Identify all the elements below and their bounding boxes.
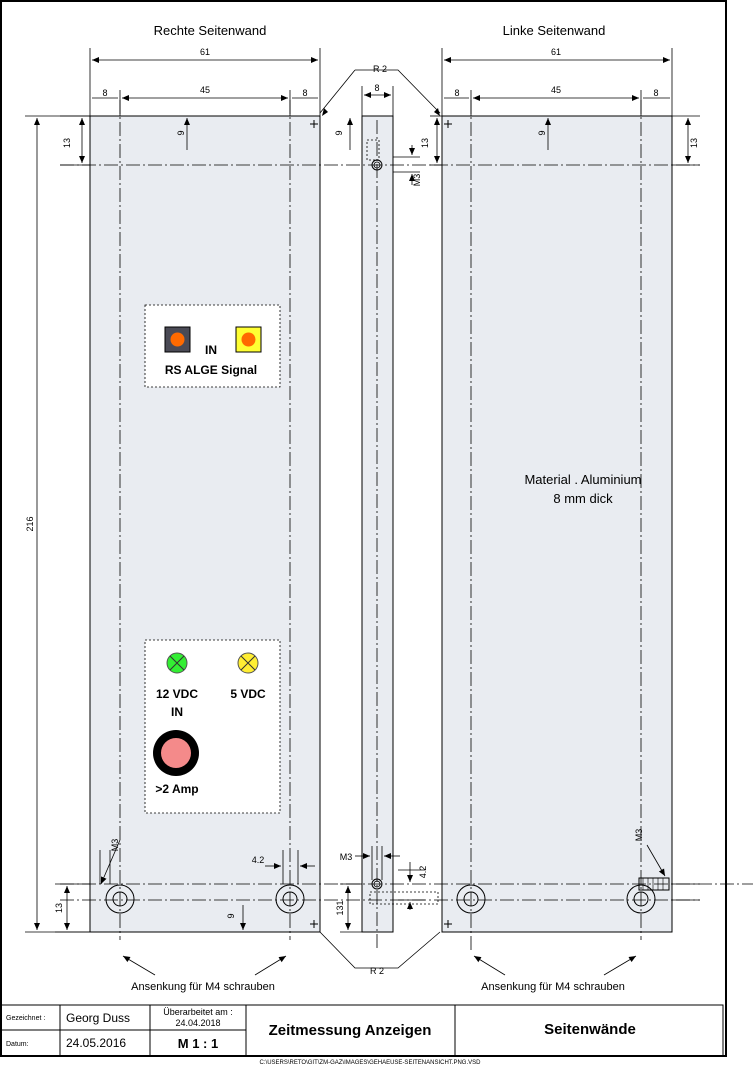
title-block xyxy=(0,1004,724,1057)
date-label: Datum: xyxy=(6,1041,29,1048)
center-lines xyxy=(60,100,753,950)
fuse-label: >2 Amp xyxy=(155,782,198,796)
panel-top-signal-label: RS ALGE Signal xyxy=(165,363,257,377)
led-green xyxy=(166,652,188,674)
dim-9-top-right: 9 xyxy=(176,130,186,135)
button-left xyxy=(164,326,191,353)
strip-top-hole xyxy=(347,115,442,185)
dim-13-top-right: 13 xyxy=(62,138,72,148)
dim-height-216: 216 xyxy=(25,516,35,531)
fuse-holder xyxy=(153,730,199,776)
countersink-note-right-wall: Ansenkung für M4 schrauben xyxy=(131,981,275,993)
dim-right-inner: 45 xyxy=(200,85,210,95)
dim-right-edge-r: 8 xyxy=(302,88,307,98)
dim-m3-bottom-right: M3 xyxy=(110,839,120,852)
dim-strip-width: 8 xyxy=(374,83,379,93)
dim-m3-strip: M3 xyxy=(412,174,422,187)
led-green-label-2: IN xyxy=(171,705,183,719)
dim-left-inner: 45 xyxy=(551,85,561,95)
countersink-arrows xyxy=(122,955,637,976)
dim-13-top-left: 13 xyxy=(689,138,699,148)
dims-strip-top xyxy=(319,69,441,116)
left-wall-plate xyxy=(441,115,673,933)
dim-right-edge-l: 8 xyxy=(102,88,107,98)
date-value: 24.05.2016 xyxy=(66,1036,126,1050)
dim-4-2-bottom-right: 4.2 xyxy=(252,855,265,865)
dims-bottom-strip xyxy=(319,846,441,969)
sheet-title: Seitenwände xyxy=(544,1021,636,1038)
countersink-holes xyxy=(105,877,670,914)
led-yellow-label: 5 VDC xyxy=(230,687,266,701)
dim-left-total: 61 xyxy=(551,47,561,57)
panel-top-in-label: IN xyxy=(205,343,217,357)
dim-right-total: 61 xyxy=(200,47,210,57)
revised-value: 24.04.2018 xyxy=(175,1018,220,1028)
revised-label: Überarbeitet am : xyxy=(163,1007,233,1017)
dims-bottom-left-wall xyxy=(646,844,700,901)
led-yellow xyxy=(237,652,259,674)
dim-13-strip: 13 xyxy=(420,138,430,148)
dims-top-right-wall xyxy=(89,48,321,116)
project-title: Zeitmessung Anzeigen xyxy=(269,1022,432,1039)
dim-m3-bottom-left: M3 xyxy=(634,829,644,842)
dims-top-holes-right xyxy=(60,115,190,166)
dim-131-strip: 131 xyxy=(335,900,345,915)
led-green-label-1: 12 VDC xyxy=(156,687,198,701)
dims-top-left-wall xyxy=(441,48,673,116)
dim-9-top-left: 9 xyxy=(537,130,547,135)
countersink-note-left-wall: Ansenkung für M4 schrauben xyxy=(481,981,625,993)
material-line-1: Material . Aluminium xyxy=(524,472,641,487)
dim-left-edge-l: 8 xyxy=(454,88,459,98)
button-right xyxy=(235,326,262,353)
drawn-label: Gezeichnet : xyxy=(6,1015,45,1022)
center-strip xyxy=(361,115,394,933)
dim-radius-bottom: R 2 xyxy=(370,966,384,976)
dims-bottom-right-wall xyxy=(55,839,315,933)
right-wall-title: Rechte Seitenwand xyxy=(154,23,267,38)
dim-left-edge-r: 8 xyxy=(653,88,658,98)
dim-9-bottom-right: 9 xyxy=(226,913,236,918)
dim-9-strip: 9 xyxy=(334,130,344,135)
panel-bottom-box xyxy=(144,639,281,814)
left-wall-title: Linke Seitenwand xyxy=(503,23,606,38)
dim-13-bottom-right: 13 xyxy=(54,903,64,913)
dim-4-2-strip: 4.2 xyxy=(418,866,428,879)
dim-m3-strip-bottom: M3 xyxy=(340,852,353,862)
drawn-value: Georg Duss xyxy=(66,1011,130,1025)
dim-radius-top: R 2 xyxy=(373,64,387,74)
file-path: C:\USERS\RETO\GIT\ZM-GAZ\IMAGES\GEHAEUSE… xyxy=(260,1060,482,1066)
scale: M 1 : 1 xyxy=(178,1036,218,1051)
dims-top-holes-left xyxy=(545,115,700,166)
corner-marks xyxy=(310,120,452,928)
material-line-2: 8 mm dick xyxy=(553,491,613,506)
